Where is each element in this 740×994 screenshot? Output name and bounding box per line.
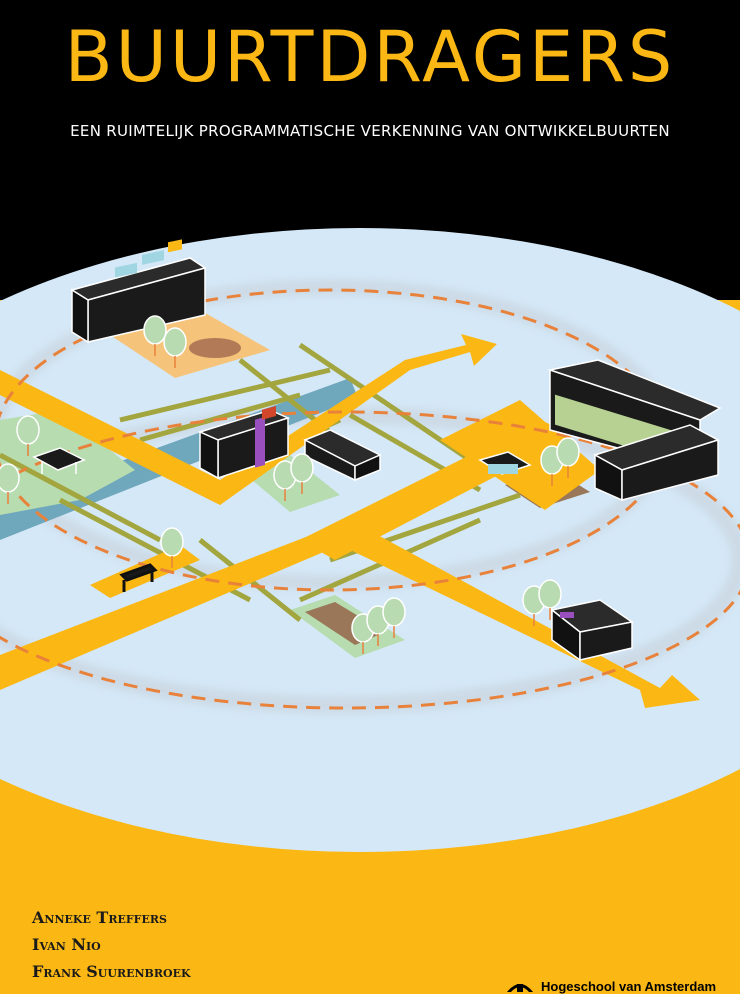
book-title: BUURTDRAGERS [64, 16, 676, 98]
book-subtitle: EEN RUIMTELIJK PROGRAMMATISCHE VERKENNIN… [70, 122, 670, 140]
author-name: Anneke Treffers [32, 908, 167, 927]
publisher-logo-icon [507, 984, 533, 992]
building-icon [32, 447, 86, 474]
author-list: Anneke Treffers Ivan Nio Frank Suurenbro… [32, 904, 191, 985]
bench-icon [119, 563, 158, 592]
road-arrow-upper [0, 334, 497, 505]
author-name: Ivan Nio [32, 935, 101, 954]
building-icon [547, 359, 722, 502]
publisher-mark: Hogeschool van Amsterdam [505, 978, 716, 994]
plaza-circle [189, 338, 241, 358]
building-icon [478, 451, 532, 475]
road-arrow-cross [0, 520, 700, 708]
publisher-name: Hogeschool van Amsterdam [541, 978, 717, 994]
building-icon [550, 599, 634, 662]
building-icon [70, 239, 207, 344]
building-icon [197, 406, 291, 480]
building-icon [303, 429, 382, 482]
author-name: Frank Suurenbroek [32, 962, 191, 981]
tree-icon [0, 315, 580, 654]
